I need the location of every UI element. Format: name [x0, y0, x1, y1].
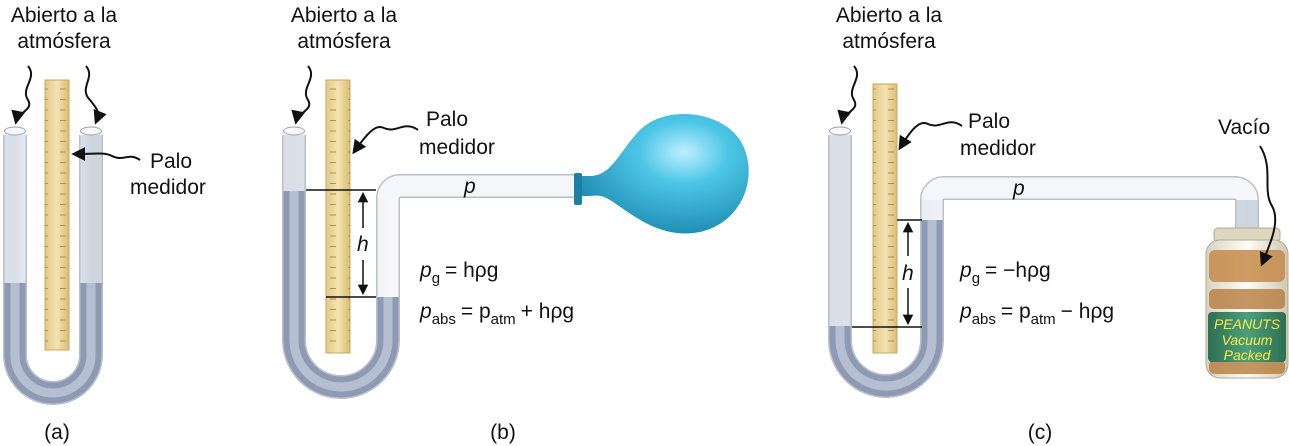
eq-c2-p: p — [959, 300, 972, 323]
eq-b2-p: p — [419, 300, 432, 323]
eq-b2-mid: = p — [461, 300, 491, 323]
open-label-a-line2: atmósfera — [17, 30, 111, 53]
height-marker-b — [306, 189, 376, 298]
jar-text-2: Vacuum — [1222, 332, 1273, 348]
meter-stick-b — [325, 79, 351, 354]
balloon — [574, 113, 749, 234]
eq-c-p: p — [959, 259, 972, 282]
eq-c-rhs: = −hρg — [985, 259, 1051, 282]
eq-c2-sub: abs — [972, 311, 996, 328]
h-label-c: h — [902, 262, 914, 285]
panel-b: h p Abierto a la atmósfera Palo medidor … — [282, 4, 749, 444]
eq-c2-rhs: − hρg — [1061, 300, 1114, 323]
open-arrow-c — [837, 65, 859, 125]
vacuum-pointer — [1259, 145, 1277, 267]
height-marker-c — [852, 219, 922, 328]
eq-b2-rhs: + hρg — [521, 300, 574, 323]
stick-label-a-line1: Palo — [150, 150, 192, 173]
stick-label-c-line2: medidor — [960, 137, 1036, 160]
u-tube-a — [2, 126, 103, 405]
caption-a: (a) — [44, 421, 70, 444]
open-label-c-line1: Abierto a la — [836, 4, 943, 27]
eq-b2-sub2: atm — [491, 311, 516, 328]
p-label-b: p — [463, 175, 476, 198]
equation-gauge-c: pg = −hρg — [959, 259, 1051, 287]
vacuum-label: Vacío — [1218, 116, 1270, 139]
open-label-b-line2: atmósfera — [297, 30, 391, 53]
open-label-b-line1: Abierto a la — [291, 4, 398, 27]
eq-b-p: p — [419, 259, 432, 282]
open-arrows-a — [11, 65, 107, 125]
equation-abs-b: pabs = patm + hρg — [419, 300, 574, 328]
eq-b-rhs: = hρg — [445, 259, 498, 282]
stick-pointer-c — [898, 121, 963, 151]
meter-stick-a — [44, 79, 70, 351]
open-label-a-line1: Abierto a la — [11, 4, 118, 27]
u-tube-c — [828, 126, 1259, 398]
eq-c2-mid: = p — [1001, 300, 1031, 323]
equation-gauge-b: pg = hρg — [419, 259, 498, 287]
stick-label-c-line1: Palo — [968, 110, 1010, 133]
stick-label-b-line2: medidor — [419, 136, 495, 159]
h-label-b: h — [357, 233, 369, 256]
peanut-jar: PEANUTS Vacuum Packed — [1205, 227, 1289, 379]
panel-a: Abierto a la atmósfera Palo medidor (a) — [2, 4, 206, 444]
eq-c-sub: g — [972, 270, 980, 287]
eq-b2-sub: abs — [432, 311, 456, 328]
jar-text-1: PEANUTS — [1214, 316, 1281, 332]
open-arrow-b — [291, 65, 313, 125]
stick-label-b-line1: Palo — [426, 108, 468, 131]
stick-pointer-a — [71, 146, 141, 161]
stick-pointer-b — [352, 125, 419, 155]
p-label-c: p — [1012, 177, 1025, 200]
open-label-c-line2: atmósfera — [842, 30, 936, 53]
meter-stick-c — [872, 83, 898, 354]
stick-label-a-line2: medidor — [130, 176, 206, 199]
eq-c2-sub2: atm — [1031, 311, 1056, 328]
panel-c: PEANUTS Vacuum Packed h p Abierto a la a… — [828, 4, 1289, 444]
jar-text-3: Packed — [1224, 347, 1272, 363]
equation-abs-c: pabs = patm − hρg — [959, 300, 1114, 328]
caption-b: (b) — [490, 421, 516, 444]
eq-b-sub: g — [432, 270, 440, 287]
u-tube-b — [282, 126, 580, 399]
caption-c: (c) — [1028, 421, 1053, 444]
